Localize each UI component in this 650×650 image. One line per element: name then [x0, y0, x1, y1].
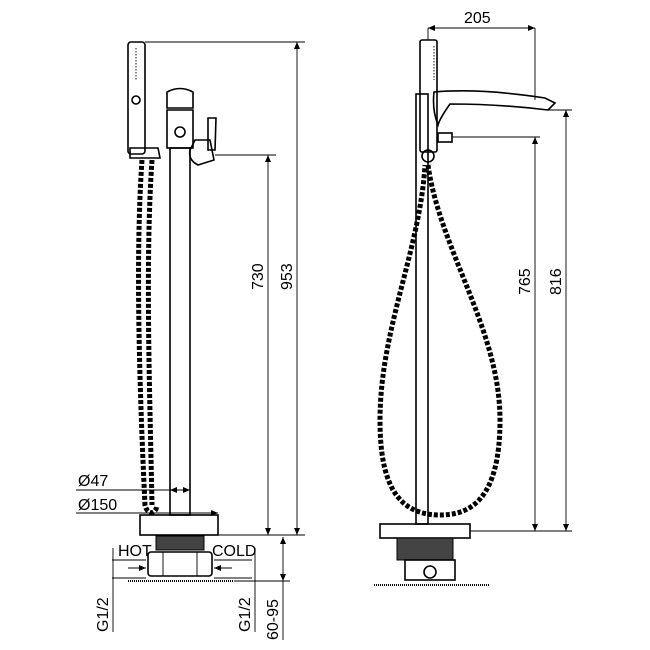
- base-plate: [379, 523, 471, 539]
- dimension-205: 205: [464, 10, 491, 27]
- front-view: HOT COLD G1/2 G1/2 Ø47 Ø150 730 953 60-9…: [76, 41, 305, 640]
- dimension-765: 765: [517, 268, 534, 295]
- hot-label: HOT: [118, 543, 152, 560]
- column-diameter-label: Ø47: [78, 473, 108, 490]
- dimension-60-95: 60-95: [265, 599, 282, 640]
- column: [169, 147, 191, 516]
- hand-shower: [127, 41, 146, 155]
- diverter: [437, 132, 453, 143]
- cold-label: COLD: [212, 543, 256, 560]
- dimension-816: 816: [548, 268, 565, 295]
- thread-left-label: G1/2: [95, 597, 112, 632]
- base-diameter-label: Ø150: [78, 497, 117, 514]
- spout: [432, 90, 557, 128]
- valve-body: [147, 551, 213, 577]
- dimension-730: 730: [250, 263, 267, 290]
- base-plate: [139, 514, 219, 536]
- side-view: 205 765 816: [374, 10, 572, 586]
- thread-right-label: G1/2: [237, 597, 254, 632]
- spout-head: [166, 87, 194, 109]
- mixer-handle: [188, 139, 215, 166]
- dimension-953: 953: [279, 263, 296, 290]
